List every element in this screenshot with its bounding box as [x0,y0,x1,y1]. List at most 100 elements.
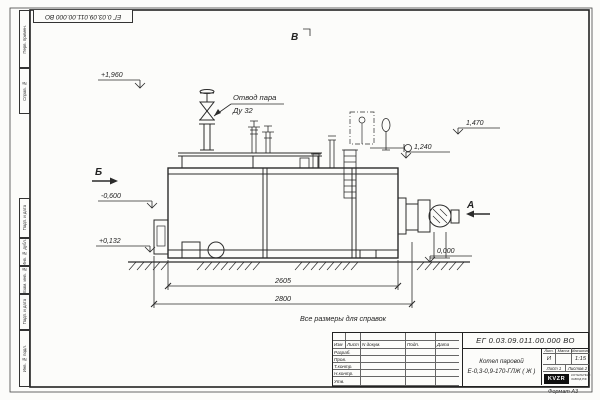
margin-label: Справ. № [22,81,27,101]
sig-cell [436,377,459,386]
elevation-1240: 1,240 [414,144,432,151]
sig-cell [406,377,436,386]
sig-cell [406,363,436,370]
document-number: ЕГ 0.03.09.011.00.000 ВО [462,333,589,349]
title-block: Изм Лист N докум. Подп. Дата Разраб. Про… [332,332,591,387]
sig-cell [436,356,459,363]
revision-cell [361,333,406,341]
elevation-0000: 0,000 [437,248,455,255]
boiler-view [92,28,500,308]
sheet-frame [9,7,593,393]
logo-text: KVZR [547,376,566,382]
lit-header: Лит. [543,348,556,354]
col-header-doc: N докум. [361,341,406,349]
lit-value: И [543,354,556,365]
scale-value: 1:15 [572,354,589,365]
margin-box-vzam-inv: Взам. инв. № [19,266,30,294]
elevation-1960: +1,960 [101,72,123,79]
section-arrow-b [92,177,118,185]
product-type: Е-0,3-0,9-170-ГЛЖ ( Ж ) [467,367,536,375]
margin-box-inv-podl: Инв. № подл. [19,330,30,387]
top-fittings [299,135,336,169]
small-valve-pipes [248,120,274,153]
massa-header: Масса [556,348,572,354]
view-label-v: В [291,32,298,43]
margin-label: Подп. и дата [22,205,27,231]
margin-label: Взам. инв. № [22,266,27,294]
company-line1: КОТЕЛЬНЫЙ [571,373,591,377]
sig-cell [436,370,459,377]
row-razrab: Разраб. [333,349,361,356]
view-label-a: А [466,200,474,211]
massa-value [556,354,572,365]
col-header-izm: Изм [333,341,346,349]
burner-assembly [397,197,460,259]
revision-cell [406,333,436,341]
company-name: КОТЕЛЬНЫЙ ЗАВОД РФ [571,373,591,381]
margin-box-podp-data-2: Подп. и дата [19,294,30,330]
dimension-lines [150,242,416,308]
revision-cell [333,333,346,341]
sig-cell [406,370,436,377]
margin-box-sprav-no: Справ. № [19,68,30,114]
sig-cell [406,349,436,356]
sheets-total: Листов 2 [566,365,589,372]
margin-label: Инв. № дубл. [22,238,27,266]
row-nkontr: Н.контр. [333,370,361,377]
revision-cell [346,333,361,341]
elevation-marks [96,79,500,263]
elevation-0132: +0,132 [99,238,121,245]
margin-label: Инв. № подл. [22,344,27,373]
ground-line [128,261,470,271]
product-name: Котел паровой [479,358,524,366]
steam-outlet-valve [198,89,216,151]
sig-cell [436,363,459,370]
sig-cell [361,377,406,386]
water-gauge-column [342,149,358,199]
view-mark-v [303,28,311,36]
top-platform [178,152,322,168]
row-prov: Пров. [333,356,361,363]
col-header-podp: Подп. [406,341,436,349]
phantom-box [349,111,375,145]
revision-cell [436,333,459,341]
margin-label: Подп. и дата [22,299,27,325]
row-tkontr: Т.контр. [333,363,361,370]
section-arrow-a [466,210,490,218]
boiler-body [153,167,399,259]
elevation-0600: -0,600 [101,193,121,200]
margin-label: Перв. примен. [22,24,27,54]
margin-box-inv-dubl: Инв. № дубл. [19,238,30,266]
sensor-fittings [370,118,412,152]
sheet-number: Лист 1 [543,365,566,372]
row-utv: Утв. [333,377,361,386]
sig-cell [361,370,406,377]
sig-cell [361,363,406,370]
view-label-b: Б [95,167,102,178]
kvzr-logo: KVZR [544,374,569,384]
elevation-1470: 1,470 [466,120,484,127]
company-line2: ЗАВОД РФ [571,376,587,381]
sig-cell [436,349,459,356]
sig-cell [406,356,436,363]
callout-leader [213,103,284,117]
col-header-list: Лист [346,341,361,349]
callout-line2: Ду 32 [232,106,254,115]
title-block-left-grid: Изм Лист N докум. Подп. Дата Разраб. Про… [333,333,463,386]
margin-box-perv-primen: Перв. примен. [19,10,30,68]
sig-cell [361,356,406,363]
reference-note: Все размеры для справок [300,314,387,323]
dim-2605: 2605 [274,276,292,285]
title-block-right: Лит. Масса Масштаб И 1:15 Лист 1 Листов … [543,348,591,385]
top-stamp-text: ЕГ 0.03.09.011.00.000 ВО [44,12,122,20]
callout-line1: Отвод пара [233,93,276,102]
dim-2800: 2800 [274,294,291,303]
col-header-data: Дата [436,341,459,349]
masshtab-header: Масштаб [571,348,590,354]
margin-box-podp-data-1: Подп. и дата [19,198,30,238]
format-label: Формат А3 [548,389,579,395]
sig-cell [361,349,406,356]
top-document-stamp: ЕГ 0.03.09.011.00.000 ВО [33,10,133,23]
